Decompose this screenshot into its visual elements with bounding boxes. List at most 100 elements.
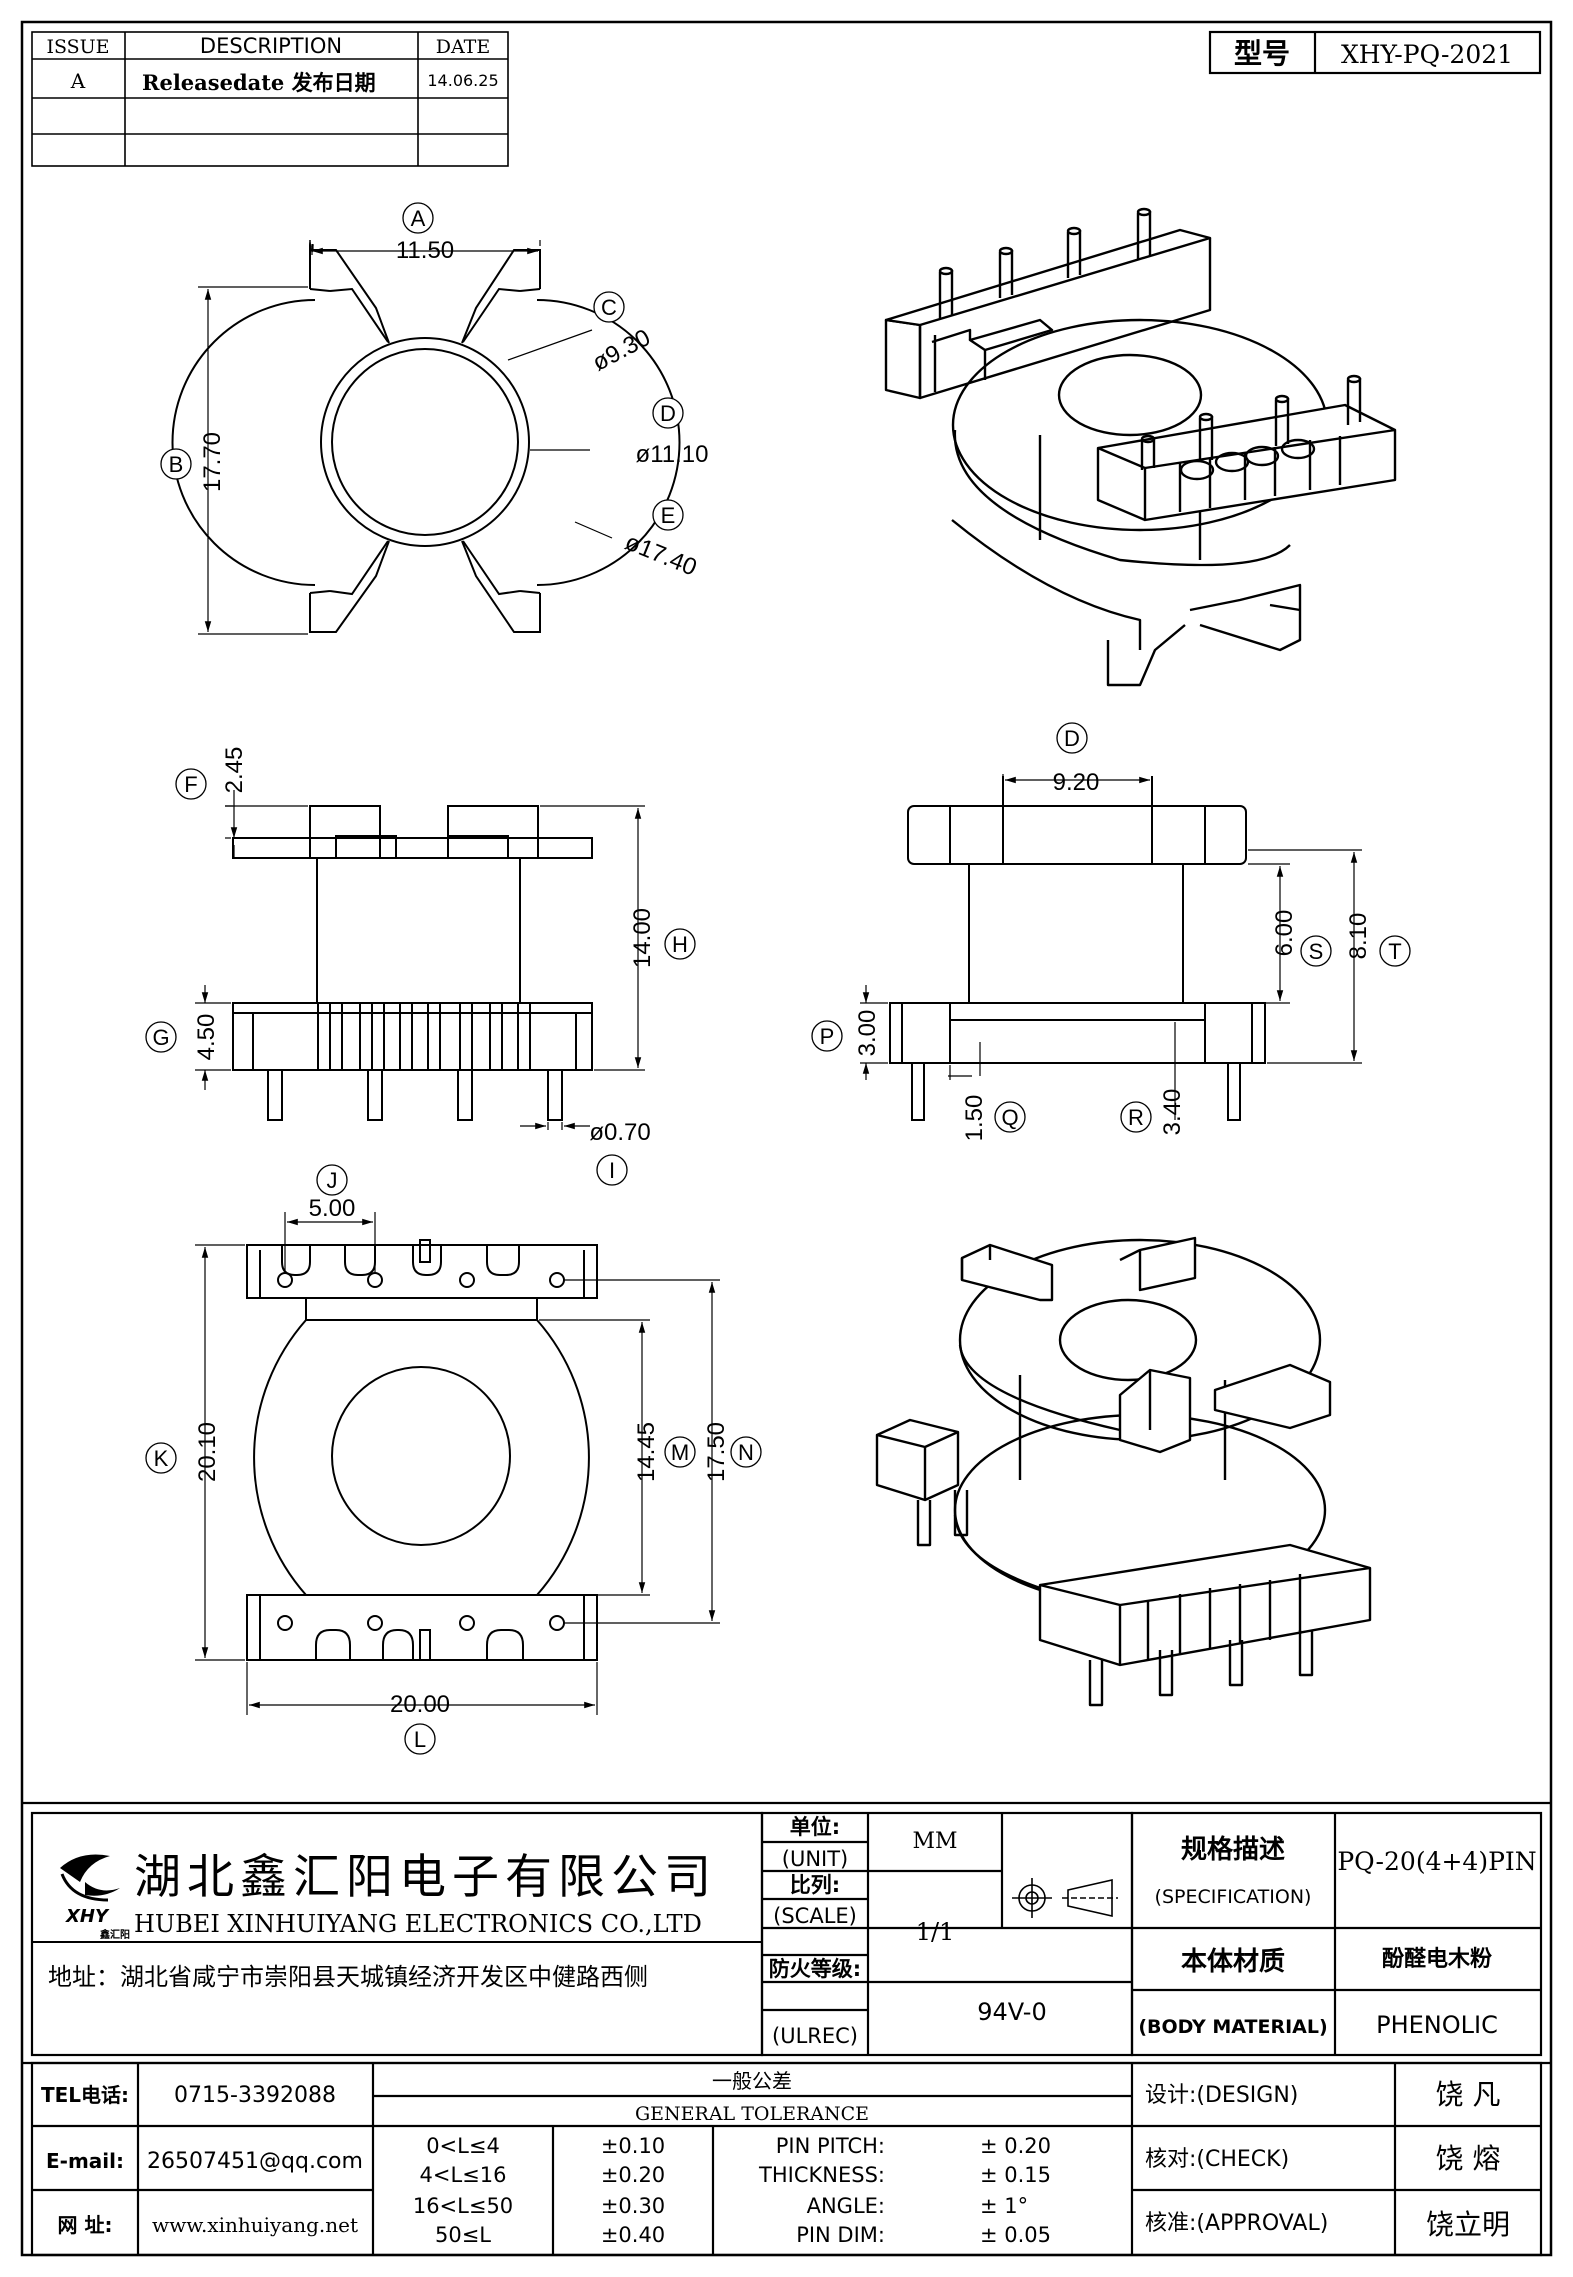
bottom-view <box>246 1239 598 1661</box>
dim-R: 3.40 <box>1159 1089 1186 1136</box>
dim-G: 4.50 <box>193 1014 220 1061</box>
iso-view-bottom <box>875 1236 1372 1707</box>
tolerance-title-en: GENERAL TOLERANCE <box>635 2103 869 2125</box>
dim-M: 14.45 <box>633 1422 660 1482</box>
web-value: www.xinhuiyang.net <box>152 2213 358 2237</box>
email-label: E-mail: <box>46 2149 124 2173</box>
dim-K: 20.10 <box>194 1422 221 1482</box>
pin-pitch-value: ± 0.20 <box>980 2134 1051 2158</box>
side-view-labels: D 9.20 S 6.00 T 8.10 P 3.00 Q 1.50 R 3.4… <box>811 722 1411 1141</box>
model-value: XHY-PQ-2021 <box>1341 40 1513 69</box>
approve-name: 饶立明 <box>1426 2208 1510 2241</box>
tol-range-1: 0<L≤4 <box>426 2134 500 2158</box>
label-C: C <box>601 295 617 320</box>
unit-label-cn: 单位: <box>790 1815 840 1839</box>
angle-value: ± 1° <box>980 2194 1028 2218</box>
scale-value: 1/1 <box>916 1918 955 1946</box>
company-logo: XHY 鑫汇阳 <box>60 1854 130 1941</box>
dim-P: 3.00 <box>854 1010 881 1057</box>
side-view <box>889 776 1266 1121</box>
label-J: J <box>327 1168 338 1193</box>
spec-value: PQ-20(4+4)PIN <box>1337 1847 1536 1876</box>
tol-value-4: ±0.40 <box>601 2223 665 2247</box>
tel-label: TEL电话: <box>41 2083 129 2107</box>
rev-header-issue: ISSUE <box>46 36 109 58</box>
dim-C: ø9.30 <box>588 324 655 377</box>
dim-D: ø11.10 <box>636 441 709 468</box>
check-label: 核对:(CHECK) <box>1145 2147 1289 2172</box>
company-name-en: HUBEI XINHUIYANG ELECTRONICS CO.,LTD <box>134 1910 702 1938</box>
label-E: E <box>661 503 676 528</box>
model-label: 型号 <box>1234 37 1290 70</box>
tol-range-3: 16<L≤50 <box>413 2194 513 2218</box>
angle-label: ANGLE: <box>807 2194 885 2218</box>
front-view <box>232 805 593 1121</box>
label-R: R <box>1128 1105 1144 1130</box>
unit-value: MM <box>912 1829 957 1854</box>
dim-A: 11.50 <box>396 237 454 264</box>
tolerance-title-cn: 一般公差 <box>712 2069 792 2093</box>
company-name-cn: 湖北鑫汇阳电子有限公司 <box>134 1850 717 1905</box>
dim-I: ø0.70 <box>589 1119 650 1146</box>
tel-value: 0715-3392088 <box>174 2083 336 2108</box>
dim-L: 20.00 <box>390 1691 450 1718</box>
dim-T: 8.10 <box>1345 913 1372 960</box>
dim-J: 5.00 <box>309 1195 356 1222</box>
label-N: N <box>738 1440 754 1465</box>
model-box <box>1208 30 1542 75</box>
dim-B: 17.70 <box>199 432 226 492</box>
design-name: 饶 凡 <box>1436 2078 1501 2111</box>
front-view-labels: F 2.45 H 14.00 G 4.50 ø0.70 I <box>145 747 696 1186</box>
side-view-dimlines <box>860 774 1362 1120</box>
scale-label-en: (SCALE) <box>773 1904 857 1928</box>
tol-value-2: ±0.20 <box>601 2163 665 2187</box>
pin-dim-label: PIN DIM: <box>796 2223 885 2247</box>
logo-text: XHY <box>65 1906 110 1927</box>
dim-F: 2.45 <box>221 747 248 794</box>
label-M: M <box>671 1440 689 1465</box>
rev-description-value: Releasedate 发布日期 <box>142 70 376 95</box>
dim-H: 14.00 <box>629 908 656 968</box>
projection-symbol-icon <box>1012 1878 1118 1918</box>
label-K: K <box>154 1446 169 1471</box>
fire-value: 94V-0 <box>977 1998 1046 2026</box>
label-L: L <box>414 1727 426 1752</box>
approve-label: 核准:(APPROVAL) <box>1145 2211 1328 2236</box>
dim-N: 17.50 <box>703 1422 730 1482</box>
bottom-view-dimlines <box>195 1212 720 1715</box>
spec-label-cn: 规格描述 <box>1181 1834 1285 1865</box>
label-D2: D <box>1064 726 1080 751</box>
web-label: 网 址: <box>58 2213 113 2237</box>
pin-pitch-label: PIN PITCH: <box>776 2134 885 2158</box>
label-S: S <box>1309 939 1324 964</box>
material-value-cn: 酚醛电木粉 <box>1382 1947 1492 1972</box>
label-G: G <box>152 1025 169 1050</box>
revision-table <box>31 31 509 167</box>
label-A: A <box>411 206 426 231</box>
logo-sub: 鑫汇阳 <box>99 1928 130 1941</box>
scale-label-cn: 比列: <box>790 1873 840 1897</box>
label-P: P <box>820 1024 835 1049</box>
rev-header-date: DATE <box>436 36 490 58</box>
label-H: H <box>672 932 688 957</box>
top-view-labels: A 11.50 B 17.70 C ø9.30 D ø11.10 E ø17.4… <box>160 202 709 582</box>
rev-issue-value: A <box>70 69 86 93</box>
fire-label-cn: 防火等级: <box>769 1957 861 1981</box>
pin-dim-value: ± 0.05 <box>980 2223 1051 2247</box>
rev-date-value: 14.06.25 <box>427 71 498 90</box>
dim-E: ø17.40 <box>621 529 700 582</box>
tol-value-1: ±0.10 <box>601 2134 665 2158</box>
dim-D2: 9.20 <box>1053 769 1100 796</box>
thickness-value: ± 0.15 <box>980 2163 1051 2187</box>
check-name: 饶 熔 <box>1436 2142 1501 2175</box>
fire-label-en: (ULREC) <box>772 2024 858 2048</box>
rev-header-description: DESCRIPTION <box>200 34 342 58</box>
material-label-cn: 本体材质 <box>1181 1947 1285 1977</box>
label-I: I <box>609 1158 615 1183</box>
title-block-frame <box>22 1801 1551 2257</box>
label-D: D <box>660 401 676 426</box>
tol-value-3: ±0.30 <box>601 2194 665 2218</box>
unit-label-en: (UNIT) <box>782 1847 849 1871</box>
thickness-label: THICKNESS: <box>758 2163 885 2187</box>
